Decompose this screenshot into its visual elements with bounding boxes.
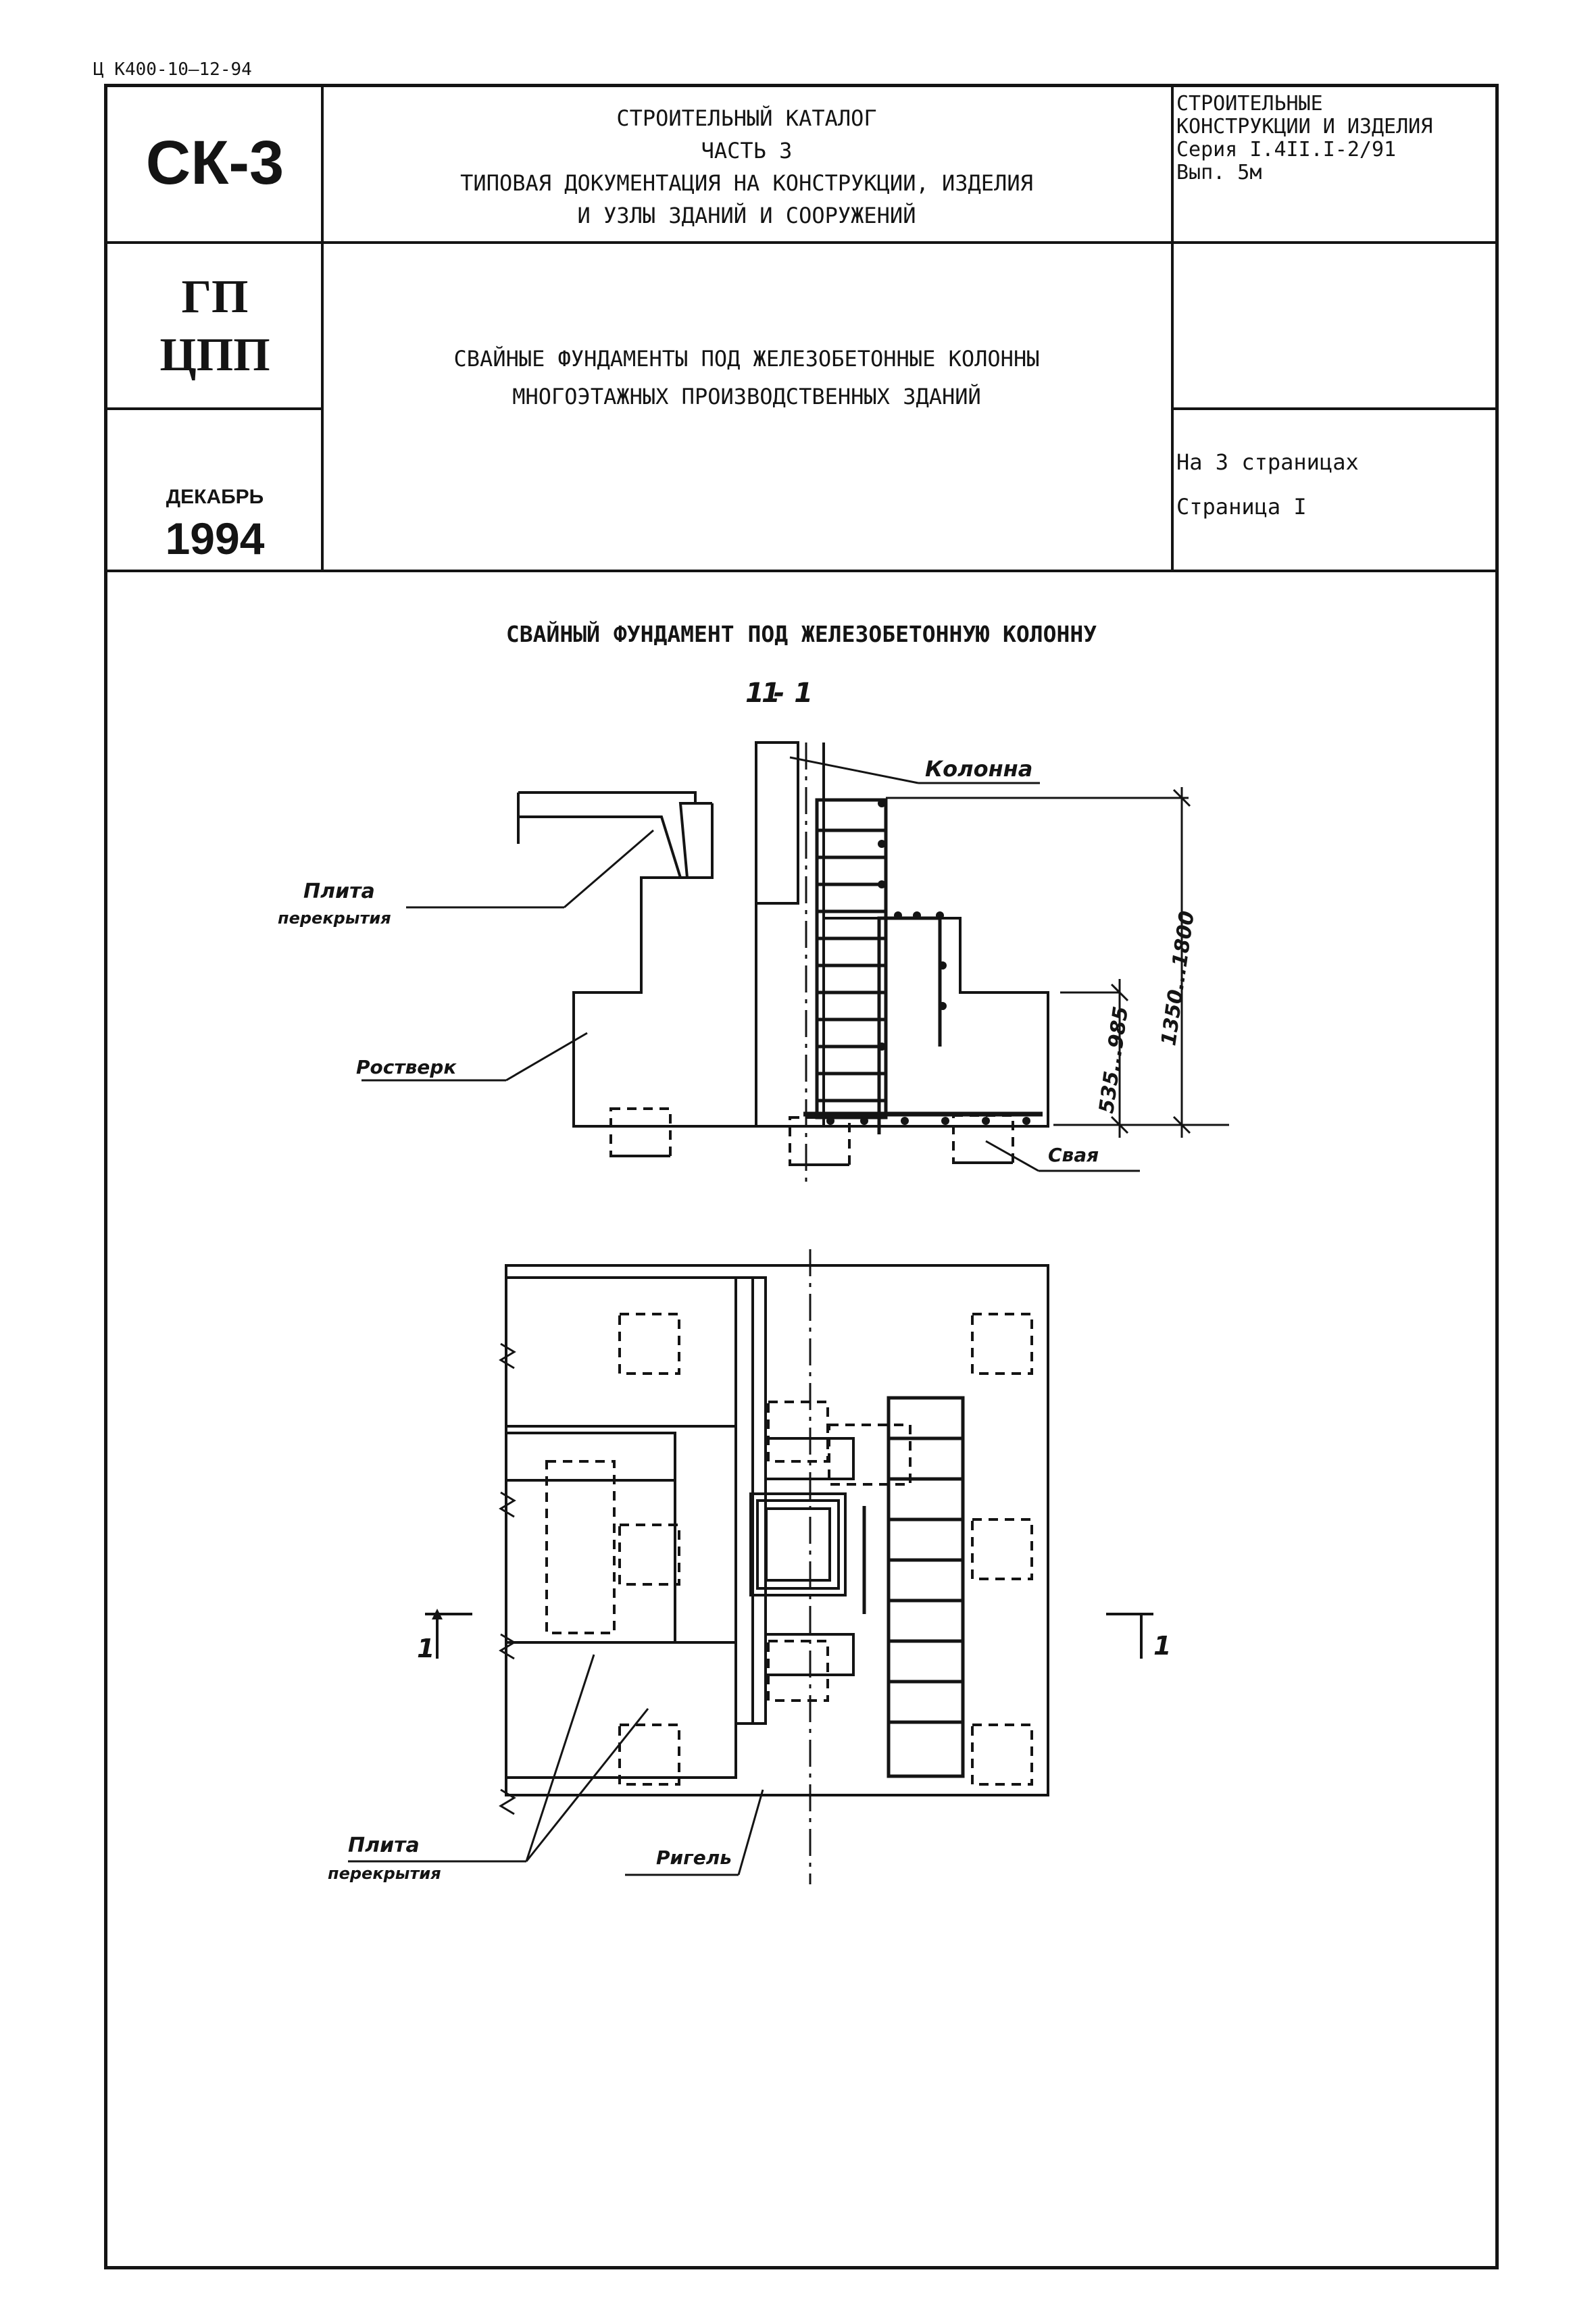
stamp-bottom-divider: [107, 570, 1495, 572]
issue-month: ДЕКАБРЬ: [166, 486, 264, 508]
pile-bottoms: [611, 1155, 1013, 1166]
label-slab-plan2: перекрытия: [328, 1864, 441, 1883]
label-crossbar: Ригель: [656, 1846, 732, 1869]
issue-year: 1994: [165, 513, 265, 563]
foundation-drawing: 1 1 - 1: [278, 678, 1229, 1884]
label-pile: Свая: [1048, 1144, 1099, 1166]
catalog-heading: СТРОИТЕЛЬНЫЙ КАТАЛОГ ЧАСТЬ 3 ТИПОВАЯ ДОК…: [322, 102, 1171, 232]
section-piles: [609, 1107, 1014, 1166]
cut-marker-right: [1106, 1613, 1153, 1659]
section-leaders: [361, 756, 1140, 1172]
rebar-dots: [826, 799, 1030, 1125]
label-slab: Плита: [303, 880, 375, 903]
cut-marker-left: [425, 1609, 472, 1659]
stamp-row-divider-1: [107, 241, 1495, 244]
series-line: КОНСТРУКЦИИ И ИЗДЕЛИЯ: [1176, 115, 1433, 139]
section-slab: [517, 791, 712, 879]
drawing-title: СВАЙНЫЙ ФУНДАМЕНТ ПОД ЖЕЛЕЗОБЕТОННУЮ КОЛ…: [505, 621, 1097, 647]
subject-line: МНОГОЭТАЖНЫХ ПРОИЗВОДСТВЕННЫХ ЗДАНИЙ: [512, 384, 981, 409]
reinforcement-cage: [803, 798, 1043, 1134]
organization: ГП ЦПП: [107, 268, 322, 384]
section-label-text: 1 - 1: [745, 678, 813, 709]
catalog-line: ТИПОВАЯ ДОКУМЕНТАЦИЯ НА КОНСТРУКЦИИ, ИЗД…: [460, 170, 1033, 196]
label-column: Колонна: [925, 756, 1032, 782]
org-line: ЦПП: [159, 329, 270, 381]
series-line: Серия I.4II.I-2/91: [1176, 138, 1397, 161]
catalog-line: И УЗЛЫ ЗДАНИЙ И СООРУЖЕНИЙ: [577, 203, 916, 228]
catalog-code: СК-3: [145, 128, 284, 197]
break-marks: [499, 1342, 516, 1815]
series-block: СТРОИТЕЛЬНЫЕ КОНСТРУКЦИИ И ИЗДЕЛИЯ Серия…: [1176, 93, 1432, 184]
stamp-row-divider-2b: [1171, 407, 1495, 410]
subject-line: СВАЙНЫЕ ФУНДАМЕНТЫ ПОД ЖЕЛЕЗОБЕТОННЫЕ КО…: [453, 346, 1040, 372]
series-line: Вып. 5м: [1176, 161, 1262, 184]
stamp-divider-left: [321, 87, 324, 571]
page-current: Страница I: [1176, 494, 1307, 520]
stamp-row-divider-2a: [107, 407, 322, 410]
cut-label-left: 1: [417, 1634, 434, 1663]
label-grillage: Ростверк: [356, 1056, 457, 1078]
page-info: На 3 страницах Страница I: [1176, 440, 1359, 529]
cut-label-right: 1: [1153, 1631, 1171, 1661]
section-label: 1: [762, 678, 780, 709]
label-slab2: перекрытия: [278, 909, 391, 928]
dimension-lines: [886, 787, 1229, 1138]
page-total: На 3 страницах: [1176, 449, 1359, 475]
dimension-lower: 535...985: [1095, 1005, 1133, 1115]
label-slab-plan: Плита: [348, 1834, 420, 1857]
document-code: Ц К400-10—12-94: [93, 59, 252, 80]
plan-piles: [545, 1313, 1033, 1786]
catalog-line: СТРОИТЕЛЬНЫЙ КАТАЛОГ: [616, 105, 877, 131]
plan-reinforcement: [862, 1396, 965, 1778]
dimension-total: 1350...1800: [1157, 909, 1199, 1047]
catalog-line: ЧАСТЬ 3: [701, 138, 793, 164]
org-line: ГП: [181, 271, 249, 323]
plan-outline: [505, 1264, 1049, 1796]
sheet-frame: СК-3 ГП ЦПП ДЕКАБРЬ 1994 СТРОИТЕЛЬНЫЙ КА…: [104, 84, 1499, 2269]
subject-heading: СВАЙНЫЕ ФУНДАМЕНТЫ ПОД ЖЕЛЕЗОБЕТОННЫЕ КО…: [322, 340, 1171, 416]
stamp-divider-right: [1171, 87, 1174, 571]
series-line: СТРОИТЕЛЬНЫЕ: [1176, 92, 1323, 116]
plan-column: [749, 1492, 847, 1596]
grillage-outline: [572, 803, 1049, 1128]
plan-leaders: [348, 1654, 764, 1876]
